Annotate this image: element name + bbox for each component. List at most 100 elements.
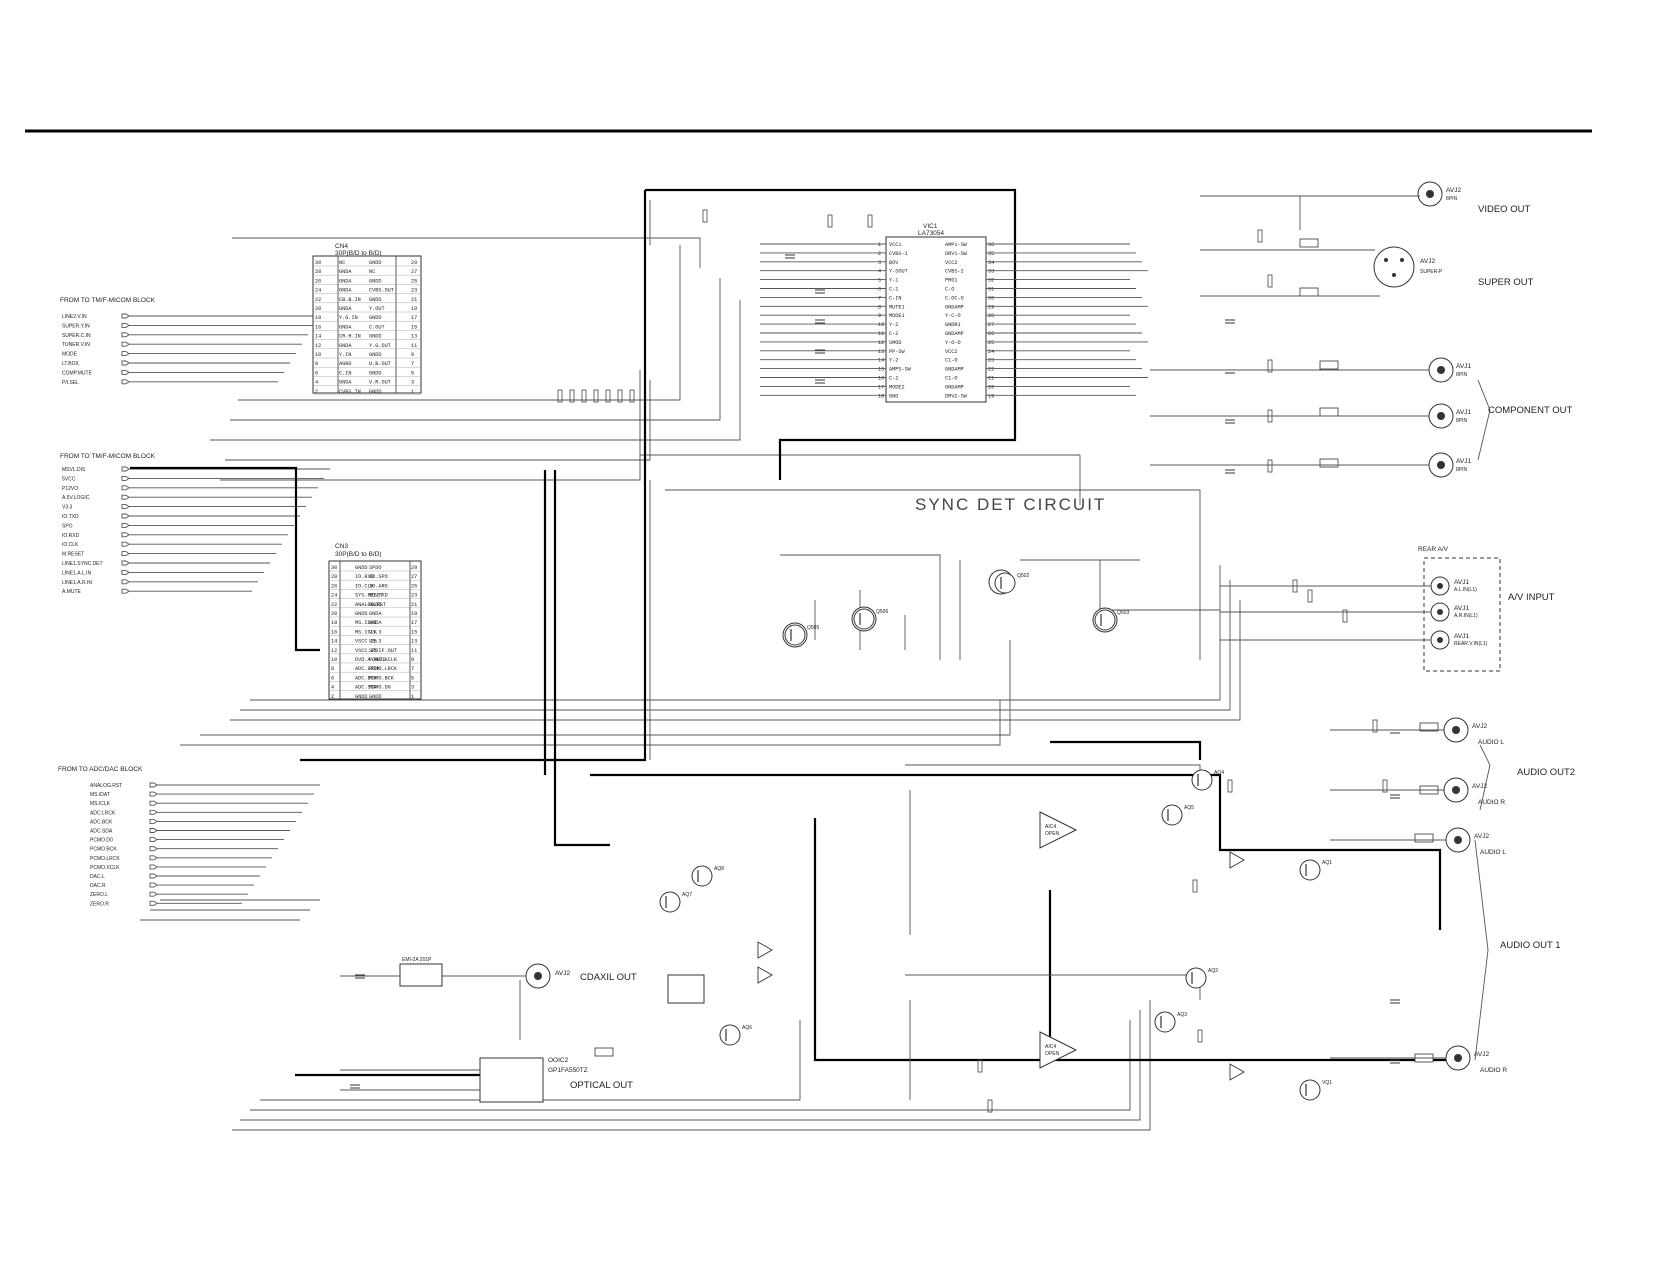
micom2-signal-arrow: [121, 466, 130, 472]
rear-av-title: REAR A/V: [1418, 546, 1449, 553]
transistor: [853, 608, 875, 630]
audio-out1-title: AUDIO OUT 1: [1500, 940, 1561, 951]
adc-signal-list: ANALOG.RSTMS.IDATMS.ICLKADC.LRCKADC.BCKA…: [90, 782, 320, 907]
vic1-pin-num: 15: [878, 367, 884, 373]
av-input-title: A/V INPUT: [1508, 592, 1555, 603]
connector-pin-num: 12: [331, 648, 337, 654]
inductor-bead: [1419, 722, 1439, 732]
vic1-pin-left: GND: [889, 393, 898, 399]
transistor: [1299, 859, 1321, 881]
audio-jack-label: AUDIO R: [1478, 799, 1505, 806]
connector-pin-right: GNDD: [369, 352, 381, 358]
adc-signal-arrow: [149, 782, 158, 788]
connector-pin-left: GNDA: [339, 343, 352, 349]
connector-pin-num: 21: [411, 602, 417, 608]
vic1-pin-num: 30: [988, 295, 994, 301]
transistor-ref: AQ3: [1177, 1012, 1187, 1018]
connector-pin-num: 27: [411, 574, 417, 580]
connector-pin-num: 19: [411, 611, 417, 617]
vic1-pin-num: 20: [988, 384, 994, 390]
vic1-pin-left: C-2: [889, 376, 898, 382]
vic1-pin-left: BOV: [889, 260, 899, 266]
optical-out-section: OOIC2 GP1FA550TZ OPTICAL OUT: [340, 1057, 633, 1103]
connector-pin-num: 22: [315, 297, 321, 303]
adc-signal-arrow: [149, 828, 158, 833]
micom2-signal-arrow: [121, 504, 130, 510]
connector-pin-left: VSCC.25: [355, 648, 377, 654]
micom1-signal-label: TUNER.V.IN: [62, 342, 90, 348]
resistor: [1192, 879, 1198, 893]
micom1-signal-label: LINE2.V.IN: [62, 314, 87, 320]
connector-pin-num: 13: [411, 334, 417, 340]
adc-signal-label: ANALOG.RST: [90, 783, 122, 789]
rear-av-jack-ref: AVJ1: [1454, 605, 1469, 612]
vic1-pin-num: 4: [878, 269, 881, 275]
connector-pin-num: 14: [315, 334, 321, 340]
connector-pin-num: 15: [411, 629, 417, 635]
micom2-title: FROM TO TM/F-MICOM BLOCK: [60, 453, 156, 460]
connector-pin-right: GNDD: [369, 297, 381, 303]
resistor: [581, 389, 587, 403]
connector-pin-left: GNDD: [355, 565, 367, 571]
micom1-signal-label: MODE: [62, 352, 78, 358]
vic1-pin-num: 3: [878, 260, 881, 266]
vic1-pin-num: 2: [878, 251, 881, 257]
adc-signal-arrow: [149, 864, 158, 870]
connector-pin-num: 6: [315, 370, 318, 376]
vic1-pin-right: DRV2-SW: [945, 393, 968, 399]
connector-pin-right: PCMO.LRCK: [369, 666, 398, 672]
connector-pin-num: 27: [411, 269, 417, 275]
adc-signal-arrow: [149, 900, 158, 906]
inductor-bead: [1299, 238, 1319, 248]
connector-pin-num: 17: [411, 315, 417, 321]
connector-pin-left: ADC.LRCK: [355, 666, 381, 672]
vic1-pin-right: C1-O: [945, 358, 957, 364]
adc-signal-label: ZERO.R: [90, 901, 109, 907]
connector-pin-num: 9: [411, 657, 414, 663]
resistor: [1342, 609, 1348, 623]
connector-pin-left: C.IN: [339, 370, 351, 376]
adc-signal-arrow: [149, 800, 158, 806]
vic1-pin-left: C-2: [889, 331, 898, 337]
resistor: [867, 214, 873, 228]
connector-pin-num: 22: [331, 602, 337, 608]
rear-av-jack-ref: AVJ1: [1454, 633, 1469, 640]
adc-signal-label: PCMO.BCK: [90, 847, 117, 853]
connector-pin-right: GNDD: [369, 370, 381, 376]
resistor: [1267, 459, 1273, 473]
adc-signal-label: MS.ICLK: [90, 801, 111, 807]
micom2-signal-list: MSVL.DIS5VCCP12VOA.5V.LOGICV3.3IO.TXDSPO…: [62, 466, 330, 595]
connector-pin-left: ADC.SDA: [355, 685, 378, 691]
component-jack-ref: AVJ1: [1456, 363, 1471, 370]
micom1-signal-label: SUPER.Y.IN: [62, 323, 90, 329]
connector-pin-left: MS.ICLK: [355, 629, 378, 635]
vic1-pin-num: 32: [988, 278, 994, 284]
adc-signal-label: MS.IDAT: [90, 792, 110, 798]
component-out-title: COMPONENT OUT: [1488, 405, 1572, 416]
micom1-signal-arrow: [121, 332, 130, 338]
component-jack-ref: AVJ1: [1456, 458, 1471, 465]
op-amp: [1039, 811, 1078, 849]
connector-pin-left: VSCC.25: [355, 639, 377, 645]
vic1-pin-num: 18: [878, 393, 884, 399]
adc-signal-label: ADC.SDA: [90, 829, 113, 835]
vic1-pin-left: Y-2: [889, 358, 898, 364]
connector-pin-num: 4: [331, 685, 334, 691]
adc-title: FROM TO ADC/DAC BLOCK: [58, 766, 143, 773]
connector-pin-left: IO.CLK: [355, 583, 375, 589]
vic1-pin-right: Y-C-O: [945, 313, 961, 319]
micom2-signal-label: MSVL.DIS: [62, 467, 86, 473]
connector-pin-num: 18: [331, 620, 337, 626]
connector-pin-right: Y.G.OUT: [369, 343, 391, 349]
resistor: [1227, 779, 1233, 793]
micom2-signal-arrow: [121, 579, 130, 585]
connector-pin-num: 10: [331, 657, 337, 663]
buffer-gate: [757, 966, 773, 984]
buffer-gate: [757, 941, 773, 959]
connector-pin-right: V.R.OUT: [369, 380, 391, 386]
vic1-pin-left: CVBS-1: [889, 251, 908, 257]
transistor-ref: AQ4: [1214, 770, 1224, 776]
